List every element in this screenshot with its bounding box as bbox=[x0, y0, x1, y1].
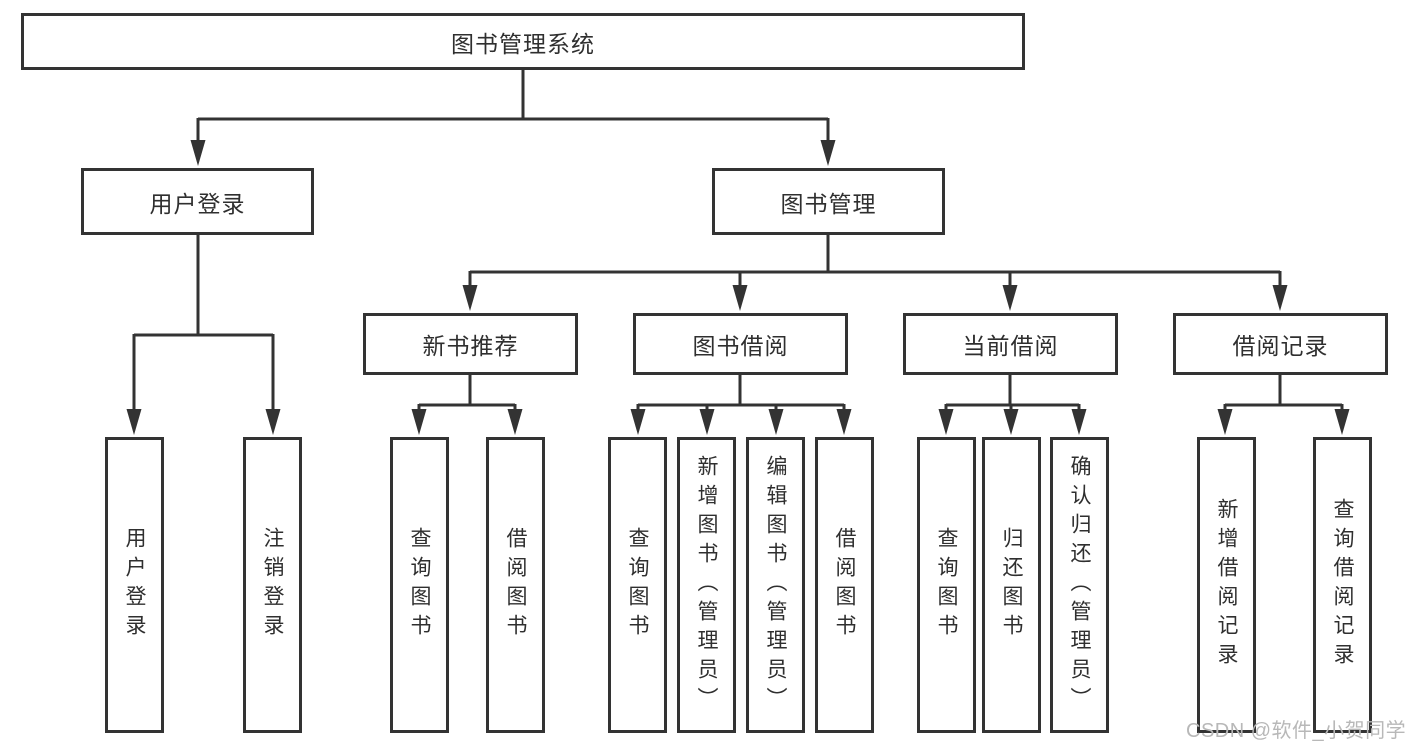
leaf-user-login: 用户登录 bbox=[105, 437, 164, 733]
node-label: 当前借阅 bbox=[962, 333, 1059, 359]
arrowhead bbox=[768, 409, 784, 435]
arrowhead bbox=[938, 409, 954, 435]
node-label: 图书管理系统 bbox=[451, 30, 595, 57]
node-borrow-record: 借阅记录 bbox=[1173, 313, 1388, 375]
csdn-watermark: CSDN @软件_小贺同学 bbox=[1186, 720, 1405, 742]
leaf-query-book-3: 查询图书 bbox=[917, 437, 976, 733]
leaf-logout: 注销登录 bbox=[243, 437, 302, 733]
arrowhead bbox=[1217, 409, 1233, 435]
connector-root-to-level2 bbox=[190, 69, 836, 166]
arrowhead bbox=[1334, 409, 1350, 435]
leaf-label: 注销登录 bbox=[261, 527, 284, 643]
leaf-label: 归还图书 bbox=[1000, 527, 1023, 643]
node-label: 图书管理 bbox=[780, 190, 877, 217]
arrowhead bbox=[507, 409, 523, 435]
connector-borrowrecord-to-leaves bbox=[1217, 375, 1350, 435]
leaf-label: 查询图书 bbox=[935, 527, 958, 643]
leaf-label: 用户登录 bbox=[123, 527, 146, 643]
leaf-borrow-book-1: 借阅图书 bbox=[486, 437, 545, 733]
leaf-query-book-1: 查询图书 bbox=[390, 437, 449, 733]
leaf-query-book-2: 查询图书 bbox=[608, 437, 667, 733]
arrowhead bbox=[126, 409, 142, 435]
node-new-book-recommend: 新书推荐 bbox=[363, 313, 578, 375]
leaf-label: 编辑图书（管理员） bbox=[764, 454, 787, 716]
arrowhead bbox=[836, 409, 852, 435]
leaf-label: 借阅图书 bbox=[833, 527, 856, 643]
arrowhead bbox=[1002, 285, 1018, 311]
arrowhead bbox=[1003, 409, 1019, 435]
leaf-label: 查询借阅记录 bbox=[1331, 498, 1354, 672]
node-library-management-system: 图书管理系统 bbox=[21, 13, 1025, 70]
leaf-label: 借阅图书 bbox=[504, 527, 527, 643]
node-current-borrow: 当前借阅 bbox=[903, 313, 1118, 375]
connector-newbook-to-leaves bbox=[411, 375, 523, 435]
leaf-edit-book-admin: 编辑图书（管理员） bbox=[746, 437, 805, 733]
leaf-label: 新增借阅记录 bbox=[1215, 498, 1238, 672]
leaf-borrow-book-2: 借阅图书 bbox=[815, 437, 874, 733]
connector-bookborrow-to-leaves bbox=[630, 375, 852, 435]
arrowhead bbox=[1071, 409, 1087, 435]
connector-currentborrow-to-leaves bbox=[938, 375, 1087, 435]
node-label: 图书借阅 bbox=[692, 333, 789, 359]
leaf-add-book-admin: 新增图书（管理员） bbox=[677, 437, 736, 733]
arrowhead bbox=[1272, 285, 1288, 311]
arrowhead bbox=[462, 285, 478, 311]
node-label: 新书推荐 bbox=[422, 333, 519, 359]
arrowhead bbox=[190, 140, 206, 166]
arrowhead bbox=[732, 285, 748, 311]
leaf-add-borrow-record: 新增借阅记录 bbox=[1197, 437, 1256, 733]
node-book-borrow: 图书借阅 bbox=[633, 313, 848, 375]
arrowhead bbox=[265, 409, 281, 435]
arrowhead bbox=[699, 409, 715, 435]
leaf-query-borrow-record: 查询借阅记录 bbox=[1313, 437, 1372, 733]
node-label: 借阅记录 bbox=[1232, 333, 1329, 359]
arrowhead bbox=[630, 409, 646, 435]
leaf-label: 确认归还（管理员） bbox=[1068, 454, 1091, 716]
arrowhead bbox=[411, 409, 427, 435]
node-user-login: 用户登录 bbox=[81, 168, 314, 235]
node-book-management: 图书管理 bbox=[712, 168, 945, 235]
leaf-label: 查询图书 bbox=[626, 527, 649, 643]
leaf-return-book: 归还图书 bbox=[982, 437, 1041, 733]
leaf-label: 新增图书（管理员） bbox=[695, 454, 718, 716]
connector-userlogin-to-leaves bbox=[126, 235, 281, 435]
arrowhead bbox=[820, 140, 836, 166]
connector-bookmgmt-to-level3 bbox=[462, 235, 1288, 311]
leaf-label: 查询图书 bbox=[408, 527, 431, 643]
leaf-confirm-return-admin: 确认归还（管理员） bbox=[1050, 437, 1109, 733]
node-label: 用户登录 bbox=[149, 190, 246, 217]
